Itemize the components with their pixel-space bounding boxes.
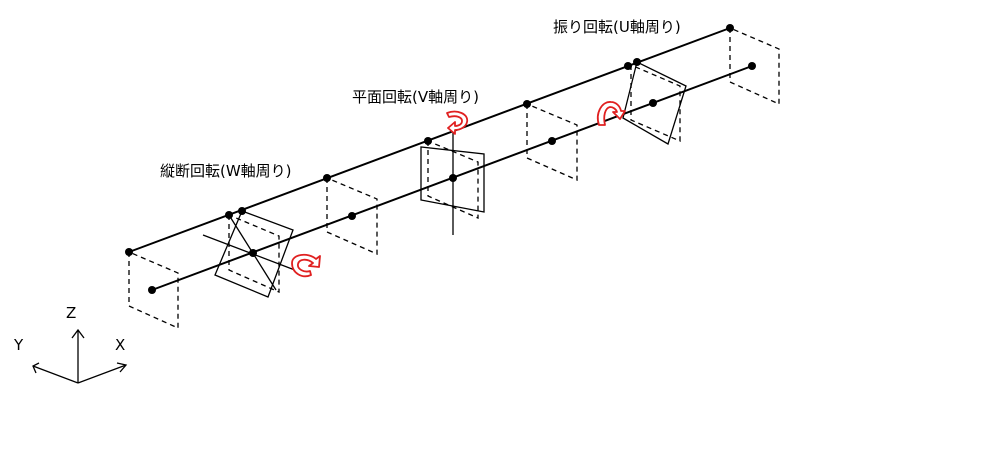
dashed-frame-yaw [630, 64, 681, 142]
point [148, 286, 156, 294]
point [726, 24, 734, 32]
point [249, 249, 257, 257]
point [748, 62, 756, 70]
point [348, 212, 356, 220]
dashed-frame-plane [427, 140, 479, 219]
label-yaw-rotation: 振り回転(U軸周り) [553, 18, 681, 36]
x-axis-label: X [115, 336, 125, 354]
dashed-frame-start [128, 251, 179, 330]
z-axis-label: Z [66, 304, 76, 322]
curved-arrow-icon [446, 110, 469, 135]
curved-arrow-icon [597, 101, 626, 126]
curved-arrow-icon [291, 253, 321, 278]
upper-rail-points [125, 24, 734, 256]
lower-rail-points [148, 62, 756, 294]
point [624, 62, 632, 70]
point [125, 248, 133, 256]
point [649, 99, 657, 107]
point [424, 137, 432, 145]
point [238, 207, 246, 215]
dashed-frame-end [729, 27, 780, 106]
label-plane-rotation: 平面回転(V軸周り) [352, 88, 479, 106]
label-longitudinal-rotation: 縦断回転(W軸周り) [160, 162, 292, 180]
y-axis-label: Y [13, 336, 24, 354]
x-axis-line [77, 364, 127, 384]
rotated-frame-yaw [622, 61, 687, 145]
point [449, 174, 457, 182]
point [633, 58, 641, 66]
point [523, 100, 531, 108]
dashed-frame-2 [326, 177, 378, 255]
dashed-frame-3 [526, 103, 578, 181]
point [225, 211, 233, 219]
dashed-frame-longitudinal [228, 214, 280, 293]
y-axis-line [32, 365, 79, 384]
point [323, 174, 331, 182]
coordinate-axes: Z Y X [13, 304, 128, 384]
point [548, 137, 556, 145]
